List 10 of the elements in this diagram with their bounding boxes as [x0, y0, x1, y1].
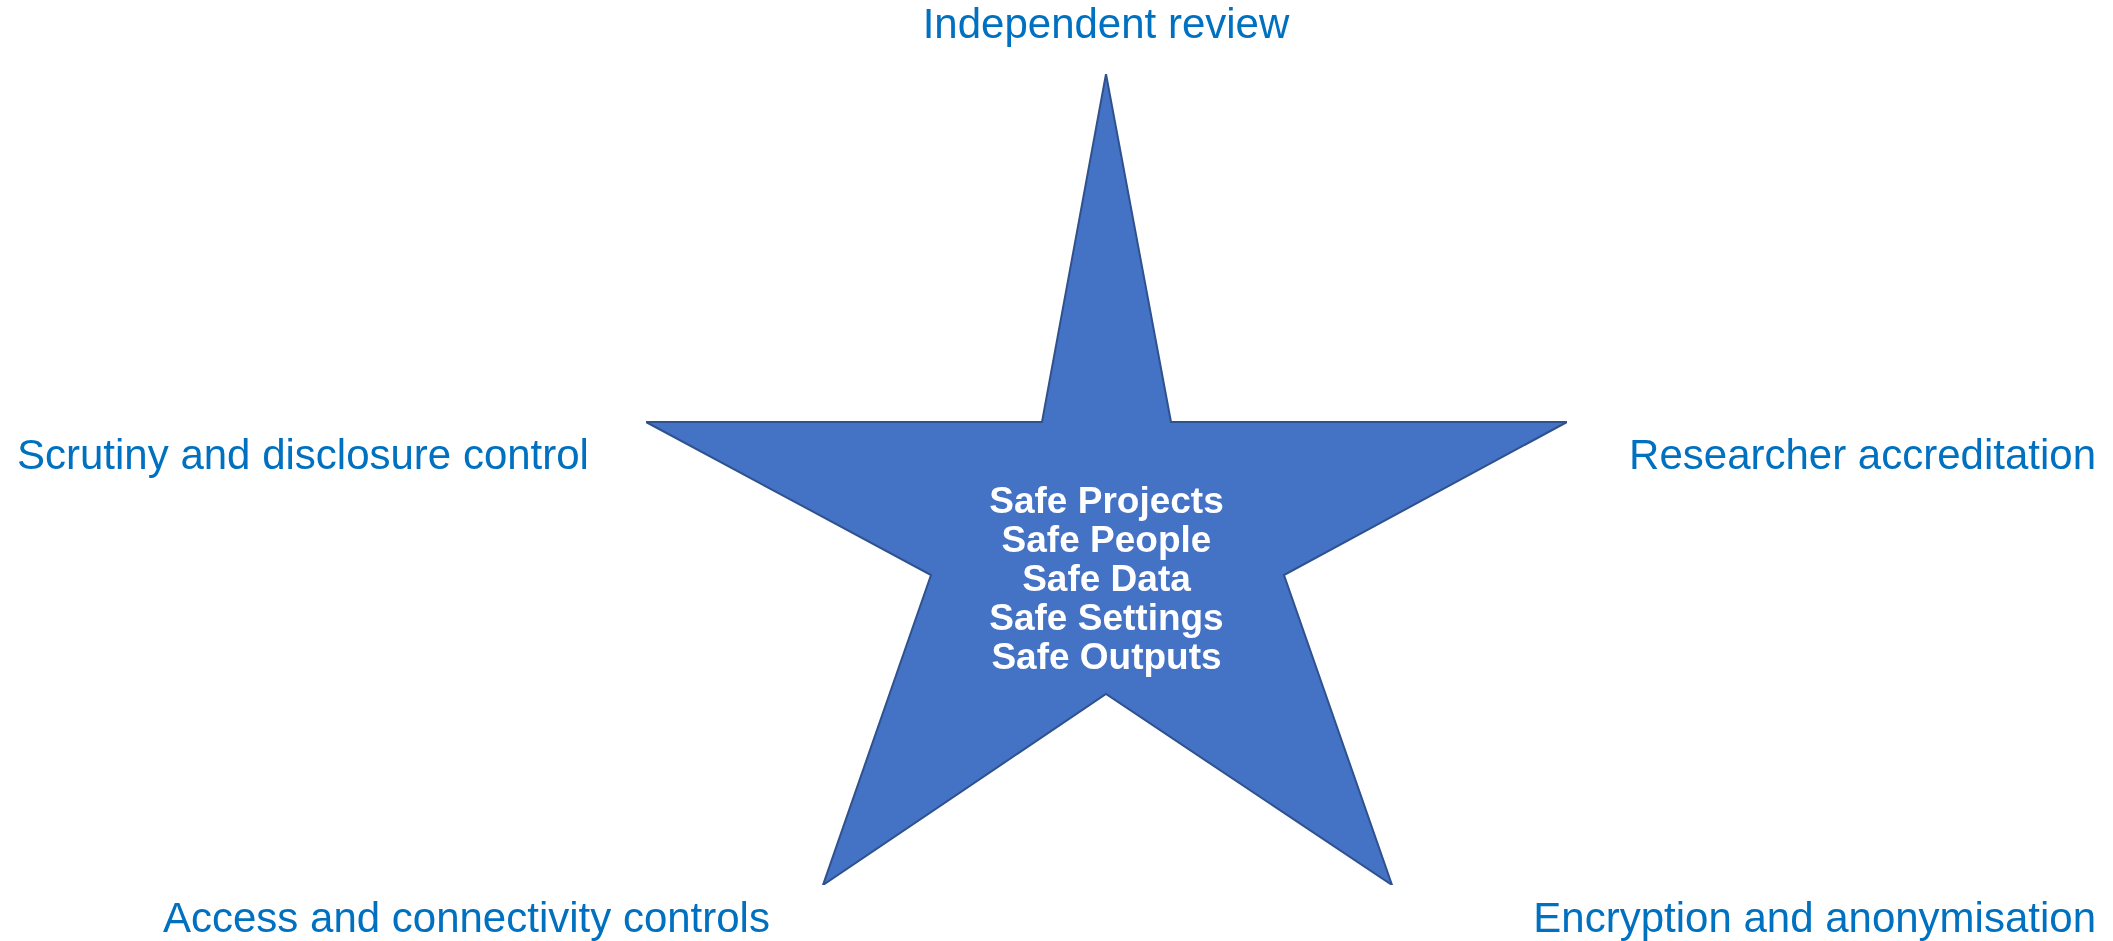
- principle-label: Access and connectivity controls: [163, 894, 770, 941]
- star-text: Safe Data: [1021, 559, 1191, 598]
- principle-label: Encryption and anonymisation: [1533, 894, 2096, 941]
- principle-label: Researcher accreditation: [1629, 431, 2096, 479]
- star-text: Safe Outputs: [990, 637, 1223, 676]
- principle-label: Independent review: [922, 0, 1290, 48]
- principle-label: Scrutiny and disclosure control: [17, 431, 589, 479]
- star-text: Safe People: [1000, 520, 1212, 559]
- star-text: Safe Settings: [988, 598, 1225, 637]
- star-text: Safe Projects: [988, 481, 1225, 520]
